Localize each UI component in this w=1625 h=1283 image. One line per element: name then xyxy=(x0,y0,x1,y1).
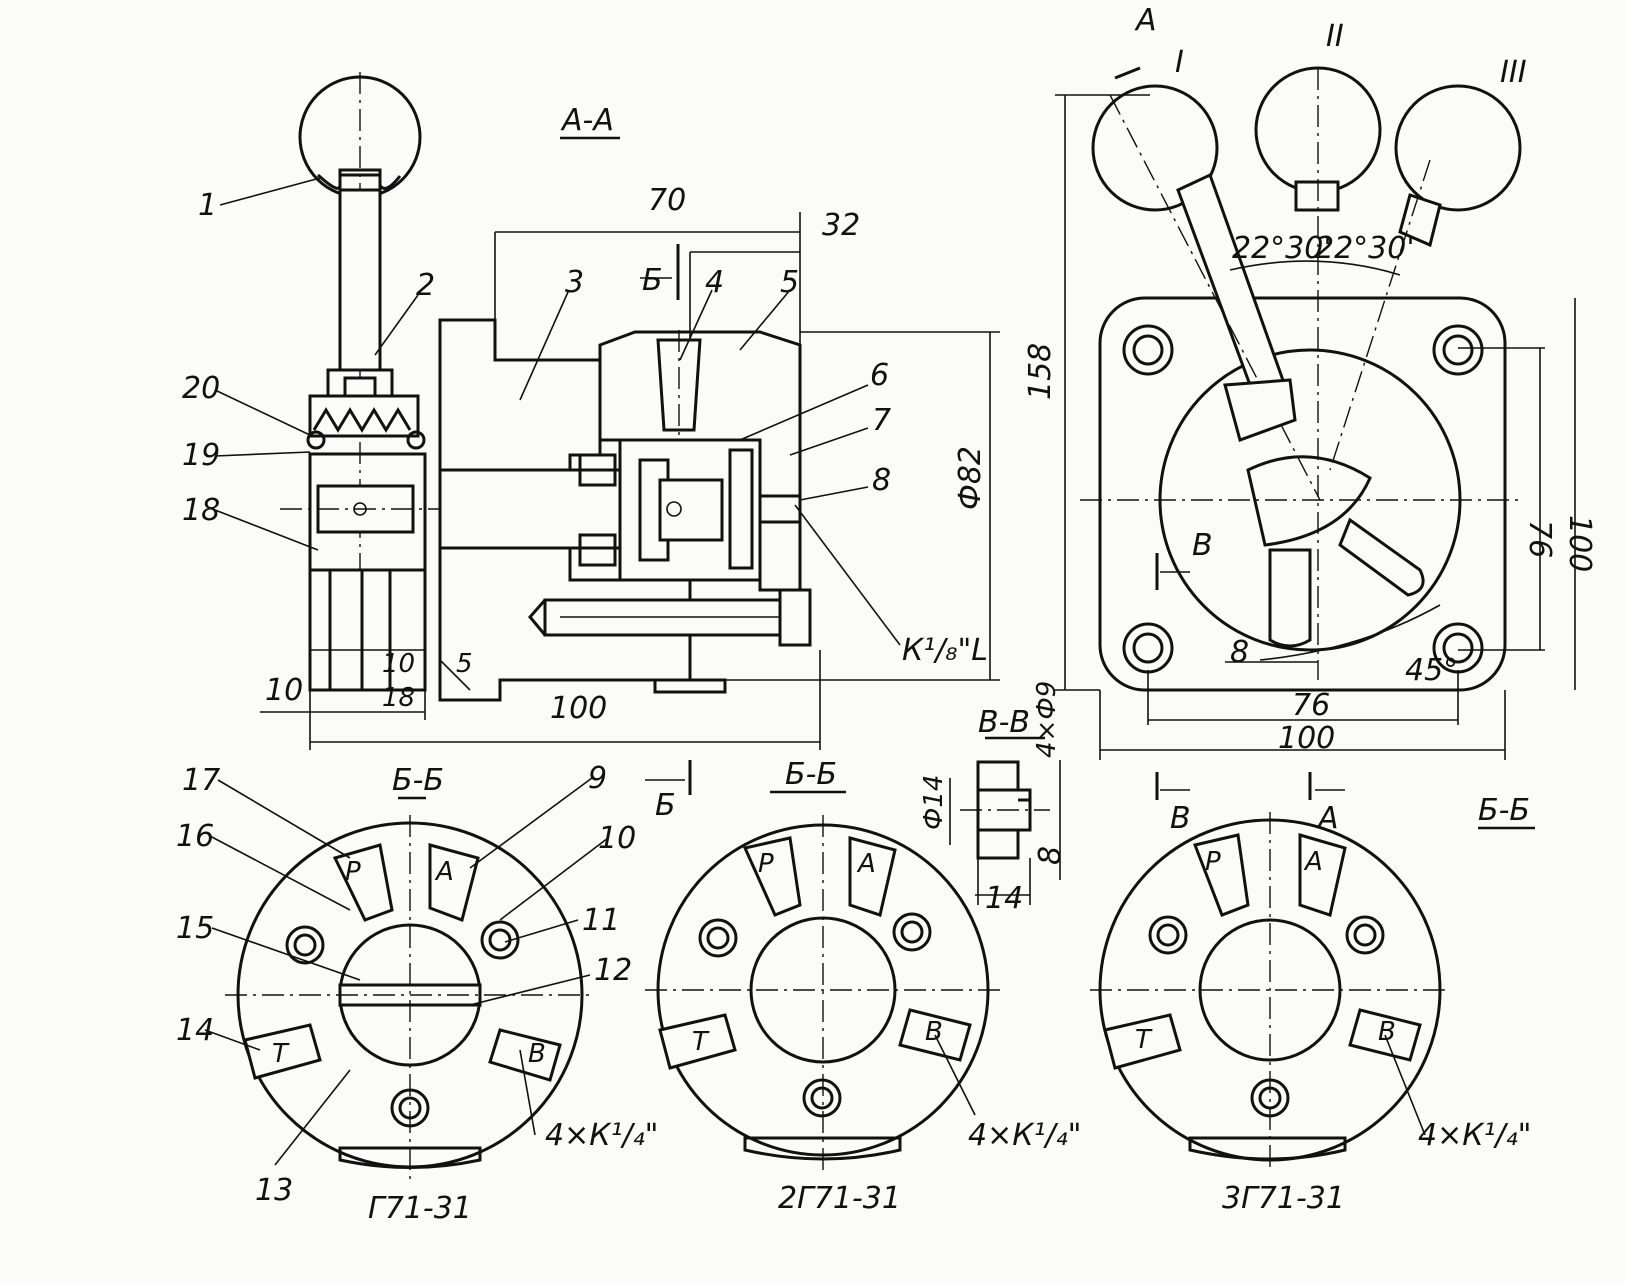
callout-20: 20 xyxy=(182,371,220,406)
dim-32: 32 xyxy=(822,208,860,243)
position-2: II xyxy=(1326,19,1344,54)
thread-k14-mid: 4×К¹/₄" xyxy=(968,1118,1081,1153)
title-bb-mid: Б-Б xyxy=(785,757,837,792)
dim-76-vertical: 76 xyxy=(1522,520,1557,558)
section-bb-left xyxy=(204,777,609,1180)
callout-4: 4 xyxy=(705,265,724,300)
cut-label-b-bottom: Б xyxy=(655,788,676,823)
callout-17: 17 xyxy=(182,763,220,798)
port-t-mid: Т xyxy=(692,1027,710,1057)
dim-76-horizontal: 76 xyxy=(1292,688,1330,723)
port-a-left: А xyxy=(434,857,454,887)
body-part-3 xyxy=(438,318,692,702)
dim-18: 18 xyxy=(382,683,415,713)
caption-mid: 2Г71-31 xyxy=(778,1181,901,1216)
cut-label-v2: В xyxy=(1170,801,1191,836)
section-aa-view xyxy=(214,72,1000,750)
callout-7: 7 xyxy=(872,403,891,438)
cut-label-b: Б xyxy=(642,263,663,298)
callout-16: 16 xyxy=(176,819,214,854)
callout-1: 1 xyxy=(198,188,217,223)
angle-45: 45° xyxy=(1405,653,1458,688)
dim-158: 158 xyxy=(1023,343,1058,400)
cut-label-a2: А xyxy=(1316,801,1339,836)
dim-10b: 10 xyxy=(382,649,415,679)
dim-5: 5 xyxy=(456,649,473,679)
callout-18: 18 xyxy=(182,493,220,528)
callout-6: 6 xyxy=(870,358,889,393)
callout-15: 15 xyxy=(176,911,214,946)
dim-70: 70 xyxy=(648,183,686,218)
port-b-left: В xyxy=(528,1039,546,1069)
port-b-mid: В xyxy=(925,1017,943,1047)
angle-22-30-left: 22°30' xyxy=(1232,231,1332,266)
section-bb-right xyxy=(1090,812,1535,1170)
callout-11: 11 xyxy=(582,903,620,938)
title-bb-right: Б-Б xyxy=(1478,793,1530,828)
thread-k14-right: 4×К¹/₄" xyxy=(1418,1118,1531,1153)
title-vv: В-В xyxy=(978,705,1030,740)
dim-14-horizontal: 14 xyxy=(985,881,1023,916)
port-t-right: Т xyxy=(1135,1025,1153,1055)
caption-left: Г71-31 xyxy=(368,1191,472,1226)
port-p-left: Р xyxy=(345,857,361,887)
dim-8-vertical: 8 xyxy=(1033,846,1068,865)
section-bb-mid xyxy=(645,760,1000,1170)
port-t-left: Т xyxy=(272,1039,290,1069)
cut-label-a: А xyxy=(1134,3,1157,38)
dim-8-plan: 8 xyxy=(1230,635,1249,670)
callout-10: 10 xyxy=(598,821,636,856)
dim-100-main: 100 xyxy=(550,691,607,726)
position-3: III xyxy=(1500,55,1527,90)
knob-position-1 xyxy=(1091,84,1219,212)
port-a-mid: А xyxy=(856,849,876,879)
title-aa: А-А xyxy=(560,103,614,138)
dim-100-horizontal: 100 xyxy=(1278,721,1335,756)
port-a-right: А xyxy=(1303,847,1323,877)
thread-k14-left: 4×К¹/₄" xyxy=(545,1118,658,1153)
plan-view xyxy=(1055,66,1576,800)
title-bb-left: Б-Б xyxy=(392,763,444,798)
port-p-mid: Р xyxy=(758,849,774,879)
dim-4xd9: 4×Ф9 xyxy=(1032,681,1062,758)
callout-3: 3 xyxy=(565,265,584,300)
callout-9: 9 xyxy=(588,761,607,796)
lever-shaft xyxy=(338,188,382,372)
callout-14: 14 xyxy=(176,1013,214,1048)
position-1: I xyxy=(1175,45,1184,80)
section-vv xyxy=(949,736,1061,905)
dim-100-vertical: 100 xyxy=(1562,515,1597,572)
port-p-right: Р xyxy=(1205,847,1221,877)
dim-d82: Ф82 xyxy=(953,446,988,510)
callout-5: 5 xyxy=(780,265,799,300)
labels: А-А Б 70 32 Ф82 100 10 10 18 5 К¹/₈"L 1 … xyxy=(176,3,1597,1226)
callout-13: 13 xyxy=(255,1173,293,1208)
cut-label-v: В xyxy=(1192,528,1213,563)
dim-d14-vertical: Ф14 xyxy=(919,775,949,830)
angle-22-30-right: 22°30' xyxy=(1315,231,1415,266)
callout-12: 12 xyxy=(594,953,632,988)
callout-8: 8 xyxy=(872,463,891,498)
callout-19: 19 xyxy=(182,438,220,473)
port-b-right: В xyxy=(1378,1017,1396,1047)
caption-right: 3Г71-31 xyxy=(1222,1181,1345,1216)
callout-2: 2 xyxy=(416,268,435,303)
knob-position-3 xyxy=(1394,84,1522,212)
dim-10: 10 xyxy=(265,673,303,708)
thread-k18: К¹/₈"L xyxy=(902,633,988,668)
